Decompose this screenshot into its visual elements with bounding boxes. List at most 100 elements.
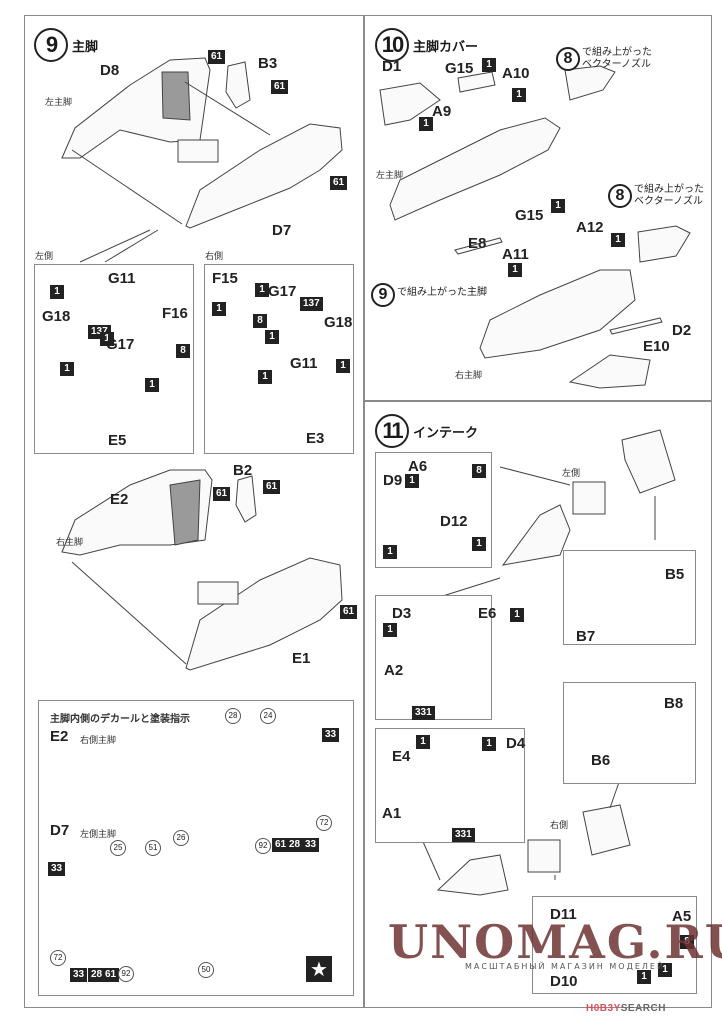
color-callout-1: 1 [258, 370, 272, 384]
part-label-e1: E1 [292, 650, 311, 667]
color-callout-1: 1 [212, 302, 226, 316]
part-intake-left-duct [501, 504, 571, 566]
color-callout-1: 1 [255, 283, 269, 297]
part-label-a1: A1 [382, 805, 402, 822]
step11-d4-detail [375, 728, 525, 843]
part-label-a11: A11 [502, 246, 529, 263]
ref-step9-main-gear: 9 で組み上がった主脚 [371, 283, 487, 307]
part-label-a9: A9 [432, 103, 452, 120]
part-label-b8: B8 [664, 695, 684, 712]
part-label-d11: D11 [550, 906, 577, 923]
left-side-label: 左側 [35, 252, 54, 262]
part-label-d1: D1 [382, 58, 402, 75]
part-label-b7: B7 [576, 628, 596, 645]
color-callout-1: 1 [100, 332, 114, 346]
color-callout-1: 1 [472, 537, 486, 551]
part-b2-shape [235, 475, 257, 523]
step10-left-main-gear: 左主脚 [376, 171, 404, 181]
color-callout-33: 33 [302, 838, 320, 852]
decal-e2-label: E2 [50, 728, 69, 745]
color-callout-8: 8 [680, 935, 694, 949]
part-label-d3: D3 [392, 605, 412, 622]
color-callout-1: 1 [611, 233, 625, 247]
part-intake-right-duct [436, 854, 509, 896]
part-rightgear-body [479, 269, 636, 359]
color-callout-8: 8 [253, 314, 267, 328]
part-label-g15-b: G15 [515, 207, 544, 224]
right-side-label: 右側 [205, 252, 224, 262]
color-callout-1: 1 [145, 378, 159, 392]
part-label-e4: E4 [392, 748, 411, 765]
part-gearbay-shape-2 [197, 581, 239, 605]
part-label-g11-right: G11 [290, 355, 318, 372]
color-callout-137: 137 [300, 297, 323, 311]
part-label-g17-right: G17 [268, 283, 297, 300]
color-callout-331: 331 [452, 828, 475, 842]
color-callout-1: 1 [60, 362, 74, 376]
decal-guide-title: 主脚内側のデカールと塗装指示 [50, 714, 190, 725]
part-d7-shape [185, 123, 343, 229]
left-main-gear-label: 左主脚 [45, 98, 73, 108]
color-callout-1: 1 [50, 285, 64, 299]
color-callout-8: 8 [176, 344, 190, 358]
part-label-d9: D9 [383, 472, 403, 489]
decal-marker-25: 25 [110, 840, 126, 856]
color-callout-1: 1 [416, 735, 430, 749]
step11-left-side: 左側 [562, 469, 581, 479]
part-label-g15-a: G15 [445, 60, 474, 77]
right-main-gear-label: 右主脚 [56, 538, 84, 548]
color-callout-61: 61 [213, 487, 231, 501]
part-intake-right-mid [527, 839, 561, 873]
decal-e2-sub: 右側主脚 [80, 736, 117, 746]
part-label-b3: B3 [258, 55, 278, 72]
part-label-g11: G11 [108, 270, 136, 287]
step9-title: 主脚 [72, 39, 99, 55]
part-label-g18: G18 [42, 308, 71, 325]
step11-right-side: 右側 [550, 821, 569, 831]
part-e8-shape [454, 237, 503, 255]
color-callout-33: 33 [48, 862, 66, 876]
hobbysearch-logo-red: H0B3Y [586, 1003, 621, 1014]
part-label-d7: D7 [272, 222, 292, 239]
color-callout-33: 33 [322, 728, 340, 742]
color-callout-1: 1 [512, 88, 526, 102]
color-callout-1: 1 [551, 199, 565, 213]
step9-header: 9 主脚 [34, 28, 98, 62]
part-d8-bay [161, 71, 191, 121]
hobbysearch-logo: H0B3YSEARCH [586, 1003, 666, 1014]
part-nozzle-a-shape [564, 65, 616, 101]
color-callout-61: 61 [271, 80, 289, 94]
step10-header: 10 主脚カバー [375, 28, 478, 62]
step11-b5-detail [563, 550, 696, 645]
decal-marker-92: 92 [255, 838, 271, 854]
step11-header: 11 インテーク [375, 414, 478, 448]
part-label-d10: D10 [550, 973, 578, 990]
color-callout-1: 1 [508, 263, 522, 277]
color-callout-61: 61 [208, 50, 226, 64]
color-callout-28: 28 [286, 838, 304, 852]
part-g15-shape-a [457, 71, 496, 93]
part-label-e3: E3 [306, 430, 325, 447]
decal-marker-24: 24 [260, 708, 276, 724]
part-label-a2: A2 [384, 662, 404, 679]
step11-number: 11 [375, 414, 409, 448]
part-e2-bay [169, 479, 201, 546]
watermark-main: UNOMAG.RU [388, 915, 722, 969]
step11-b8-detail [563, 682, 696, 784]
part-label-b5: B5 [665, 566, 685, 583]
part-label-b6: B6 [591, 752, 611, 769]
part-label-e5: E5 [108, 432, 127, 449]
step11-title: インテーク [413, 425, 479, 441]
part-intake-right-front [582, 804, 631, 856]
color-callout-61: 61 [272, 838, 290, 852]
watermark-sub: МАСШТАБНЫЙ МАГАЗИН МОДЕЛЕЙ [465, 962, 665, 971]
part-label-d4: D4 [506, 735, 526, 752]
decal-marker-92-d7: 92 [118, 966, 134, 982]
part-label-d12: D12 [440, 513, 468, 530]
color-callout-61: 61 [330, 176, 348, 190]
color-callout-1: 1 [510, 608, 524, 622]
color-callout-1: 1 [482, 58, 496, 72]
decal-marker-72: 72 [316, 815, 332, 831]
step10-number: 10 [375, 28, 409, 62]
color-callout-1: 1 [658, 963, 672, 977]
